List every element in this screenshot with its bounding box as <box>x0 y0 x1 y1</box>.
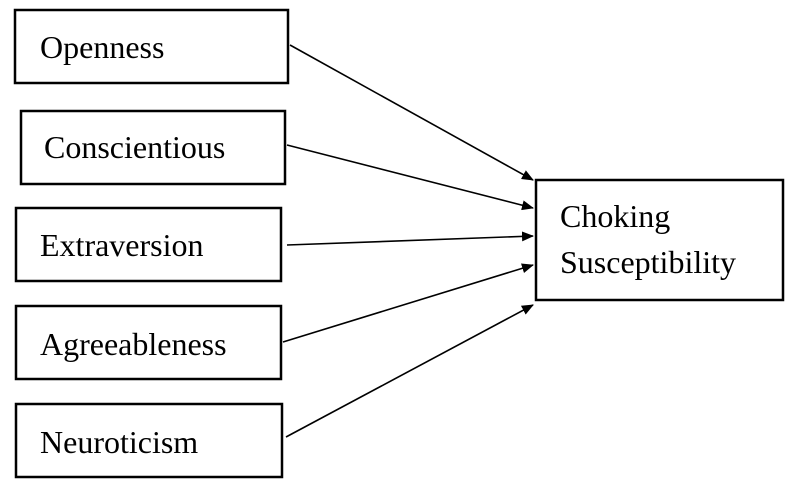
predictor-box <box>14 206 283 283</box>
predictor-box <box>14 402 284 479</box>
outcome-node-choking-susceptibility: Choking Susceptibility <box>534 178 785 302</box>
arrow-extraversion-to-outcome <box>286 231 534 246</box>
outcome-label-line2: Susceptibility <box>560 244 736 280</box>
predictor-node-openness: Openness <box>13 8 290 85</box>
predictor-node-neuroticism: Neuroticism <box>14 402 284 479</box>
predictor-label: Agreeableness <box>40 326 227 362</box>
arrow-neuroticism-to-outcome <box>285 304 534 438</box>
predictor-box <box>14 304 283 381</box>
arrow-agreeableness-to-outcome <box>282 263 534 343</box>
arrow-conscientious-to-outcome <box>286 144 534 211</box>
arrow-openness-to-outcome <box>289 44 534 181</box>
predictor-box <box>13 8 290 85</box>
outcome-label-line1: Choking <box>560 198 670 234</box>
outcome-box <box>534 178 785 302</box>
predictor-label: Neuroticism <box>40 424 198 460</box>
predictor-node-agreeableness: Agreeableness <box>14 304 283 381</box>
predictor-node-conscientious: Conscientious <box>19 109 287 186</box>
predictor-label: Extraversion <box>40 227 204 263</box>
predictor-label: Conscientious <box>44 129 225 165</box>
predictor-label: Openness <box>40 29 164 65</box>
predictor-box <box>19 109 287 186</box>
predictor-node-extraversion: Extraversion <box>14 206 283 283</box>
